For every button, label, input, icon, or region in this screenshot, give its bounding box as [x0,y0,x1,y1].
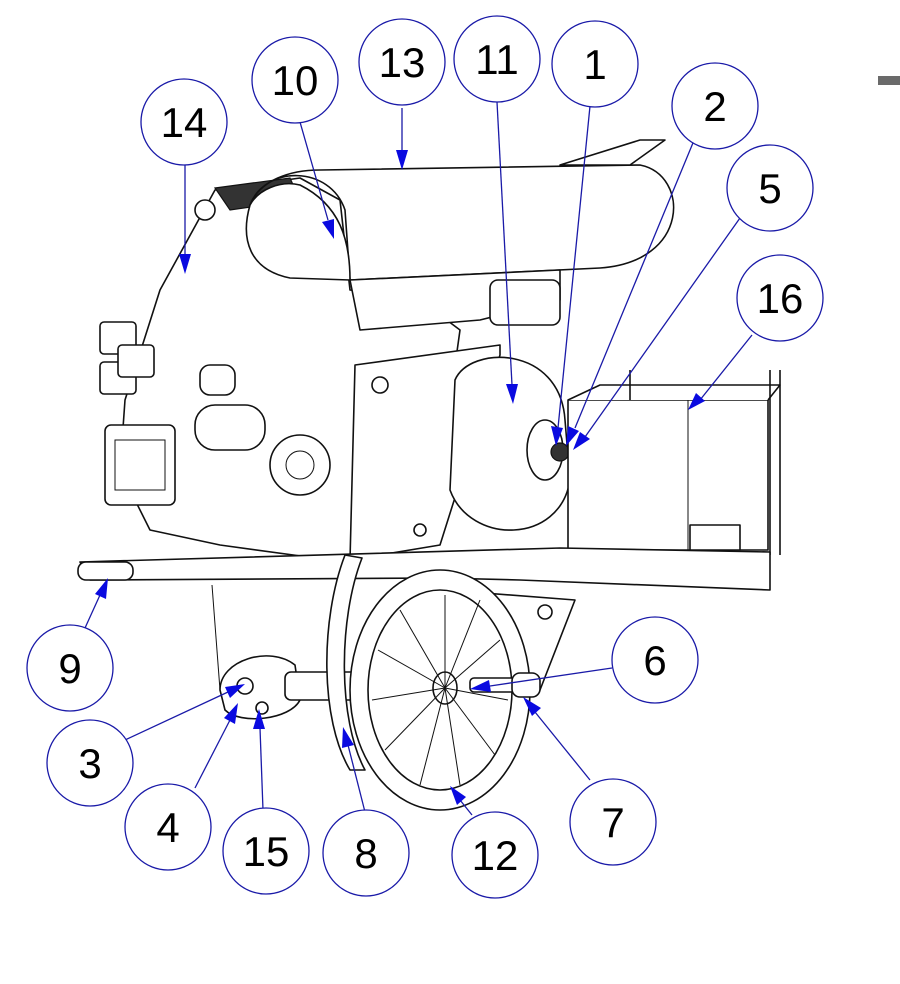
callout-14-label: 14 [161,99,208,146]
callout-7-label: 7 [601,799,624,846]
leader-10 [299,121,329,221]
leader-5 [584,217,741,438]
engine-line-art [77,139,781,811]
callout-16-label: 16 [757,275,804,322]
alternator-box [104,424,176,506]
callout-6-label: 6 [643,637,666,684]
callout-13-label: 13 [379,39,426,86]
callout-16: 16 [736,254,824,342]
callout-6: 6 [611,616,699,704]
pulley-spokes [371,595,509,786]
callout-15-label: 15 [243,828,290,875]
callout-11: 11 [453,15,541,103]
frame-rail [79,547,771,591]
leader-15 [259,727,264,811]
callouts: 1 2 3 4 5 6 7 8 [26,15,824,899]
hub-nut [550,442,570,462]
muffler-cover [249,164,675,281]
callout-15: 15 [222,807,310,895]
callout-3: 3 [46,719,134,807]
callout-4: 4 [124,783,212,871]
leader-4 [194,719,231,789]
callout-1-label: 1 [583,41,606,88]
callout-2-label: 2 [703,83,726,130]
leader-6 [489,667,613,687]
callout-1: 1 [551,20,639,108]
muffler-tail [559,139,666,166]
callout-12-label: 12 [472,832,519,879]
callout-14: 14 [140,78,228,166]
callout-13: 13 [358,18,446,106]
callout-8-label: 8 [354,830,377,877]
leader-8 [347,744,366,813]
callout-4-label: 4 [156,804,179,851]
leader-11 [496,101,513,386]
axle-sleeve [511,672,541,698]
callout-5-label: 5 [758,165,781,212]
relay-block-3 [117,344,155,378]
rail-end-cap [77,561,134,581]
callout-2: 2 [671,62,759,150]
edge-mark [878,76,900,85]
callout-9-label: 9 [58,645,81,692]
leader-12 [459,799,473,816]
callout-5: 5 [726,144,814,232]
callout-11-label: 11 [475,36,519,83]
leader-lines [84,101,753,816]
drive-belt [326,554,366,771]
starter-motor [194,404,266,451]
callout-9: 9 [26,624,114,712]
leader-2 [574,137,696,429]
leader-7 [534,711,591,781]
callout-8: 8 [322,809,410,897]
flywheel [269,434,331,496]
leader-1 [557,105,591,429]
callout-12: 12 [451,811,539,899]
leader-9 [84,594,101,629]
callout-7: 7 [569,778,657,866]
callout-3-label: 3 [78,740,101,787]
leader-16 [699,334,753,401]
leader-3 [124,691,229,741]
callout-10-label: 10 [272,57,319,104]
callout-10: 10 [251,36,339,124]
